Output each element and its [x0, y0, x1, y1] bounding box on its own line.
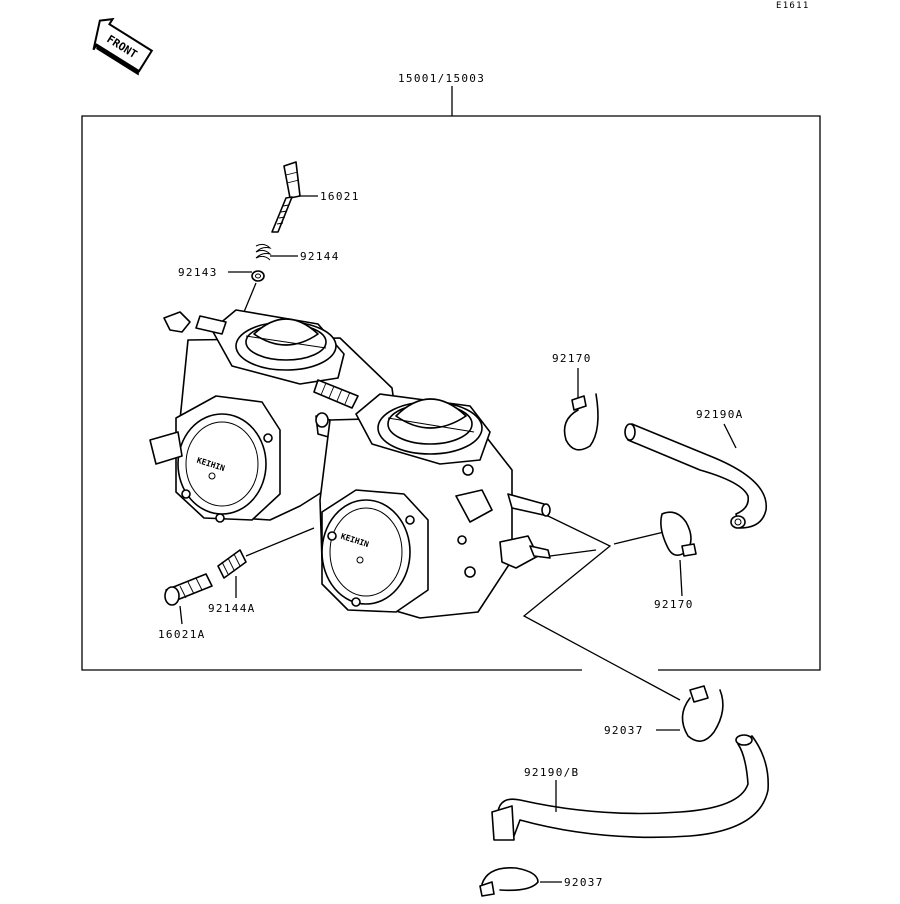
spring-92144: [255, 243, 272, 261]
hose-clamp-92170-top: [563, 393, 599, 451]
hose-clamp-92037-bot: [479, 867, 539, 897]
label-92170-mid: 92170: [654, 598, 694, 611]
label-92143: 92143: [178, 266, 218, 279]
pilot-screw-16021: [271, 161, 301, 233]
hose-clamp-92170-mid: [660, 511, 697, 557]
hose-92190A: [624, 423, 767, 529]
spring-92144A: [217, 549, 247, 579]
assembly-label: 15001/15003: [398, 72, 485, 85]
label-16021A: 16021A: [158, 628, 206, 641]
hose-clamp-92037-mid: [681, 685, 724, 742]
label-92190B: 92190/B: [524, 766, 579, 779]
label-16021: 16021: [320, 190, 360, 203]
assembly-frame: [81, 86, 821, 671]
label-92170-top: 92170: [552, 352, 592, 365]
figure-code: E1611: [776, 1, 810, 11]
label-92144: 92144: [300, 250, 340, 263]
washer-92143: [251, 270, 265, 282]
hose-92190B: [491, 734, 769, 841]
pilot-screw-16021A: [164, 573, 213, 606]
carburetor-assembly: KEIHIN KEIHIN: [149, 309, 551, 619]
label-92037-bot: 92037: [564, 876, 604, 889]
front-arrow-icon: FRONT: [92, 17, 154, 76]
label-92037-mid: 92037: [604, 724, 644, 737]
label-92144A: 92144A: [208, 602, 256, 615]
label-92190A: 92190A: [696, 408, 744, 421]
